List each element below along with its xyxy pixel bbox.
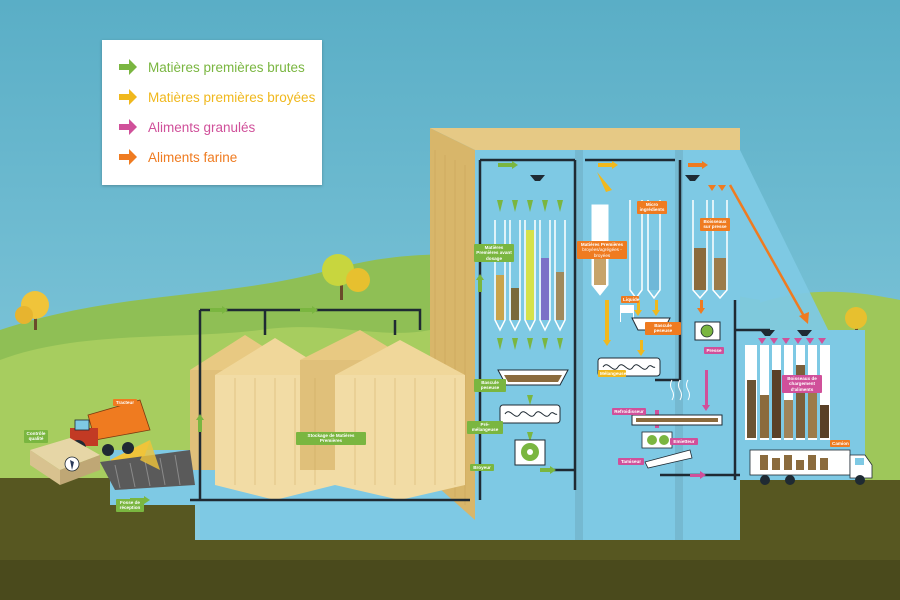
label-milled-sub: broyées/agrégées - broyées xyxy=(582,247,622,258)
quality-hut xyxy=(30,438,100,485)
grinder xyxy=(514,439,546,466)
legend-label-milled: Matières premières broyées xyxy=(148,89,316,105)
ground-dark xyxy=(0,560,900,600)
press xyxy=(694,321,721,341)
label-raw-before-dosing: Matières Premières avant dosage xyxy=(474,244,514,263)
orange-flow-arrows xyxy=(688,161,809,324)
legend-item-milled: Matières premières broyées xyxy=(118,86,315,108)
legend-label-pellets: Aliments granulés xyxy=(148,119,256,135)
tree-right xyxy=(845,307,867,338)
label-mixer: Mélangeuse xyxy=(598,370,627,378)
tree-mid xyxy=(322,254,370,300)
pink-arrow-icon xyxy=(119,119,137,135)
label-quality-control: Contrôle qualité xyxy=(24,430,48,443)
label-weigh-scale-1: Bascule peseuse xyxy=(474,379,506,392)
green-arrow-icon xyxy=(119,59,137,75)
label-press-bins: Boisseaux sur presse xyxy=(700,218,730,231)
sifter xyxy=(644,449,693,469)
reception-pit xyxy=(100,440,195,490)
tree-left xyxy=(15,291,49,330)
label-premixer: Pré-mélangeuse xyxy=(467,421,503,434)
label-grinder: Broyeur xyxy=(470,464,494,472)
silos xyxy=(190,330,465,500)
legend-item-raw: Matières premières brutes xyxy=(118,56,305,78)
weighing-hopper-1 xyxy=(497,369,569,386)
label-storage: Stockage de Matières Premières xyxy=(296,432,366,445)
label-liquid: Liquide xyxy=(621,296,640,304)
legend-item-pellets: Aliments granulés xyxy=(118,116,255,138)
label-truck: Camion xyxy=(830,440,850,448)
crumbler xyxy=(641,431,673,449)
label-micro-ingredients: Micro ingrédients xyxy=(637,201,667,214)
pipe-heads xyxy=(530,175,812,336)
label-loading-bins: Boisseaux de chargement d'aliments xyxy=(782,375,822,394)
yellow-flow-arrows xyxy=(597,161,660,356)
label-weigh-scale-2: Bascule peseuse xyxy=(645,322,681,335)
building-top xyxy=(430,128,740,150)
press-bins xyxy=(692,200,728,300)
label-reception-pit: Fosse de réception xyxy=(116,499,144,512)
label-tractor: Tracteur xyxy=(113,399,137,407)
truck xyxy=(749,449,873,485)
cooler xyxy=(631,379,723,426)
label-press: Presse xyxy=(704,347,724,355)
label-cooler: Refroidisseur xyxy=(612,408,646,416)
premixer-1 xyxy=(499,404,561,424)
legend-item-meal: Aliments farine xyxy=(118,146,237,168)
label-crumbler: Emietteur xyxy=(670,438,698,446)
label-sifter: Tamiseur xyxy=(618,458,644,466)
orange-arrow-icon xyxy=(119,149,137,165)
label-milled-title: Matières Premières xyxy=(580,242,624,247)
legend-label-raw: Matières premières brutes xyxy=(148,59,305,75)
legend-label-meal: Aliments farine xyxy=(148,149,238,165)
legend: Matières premières brutes Matières premi… xyxy=(102,40,322,185)
interior-wall-1 xyxy=(575,150,583,540)
yellow-arrow-icon xyxy=(119,89,137,105)
dosing-bins xyxy=(494,200,566,442)
